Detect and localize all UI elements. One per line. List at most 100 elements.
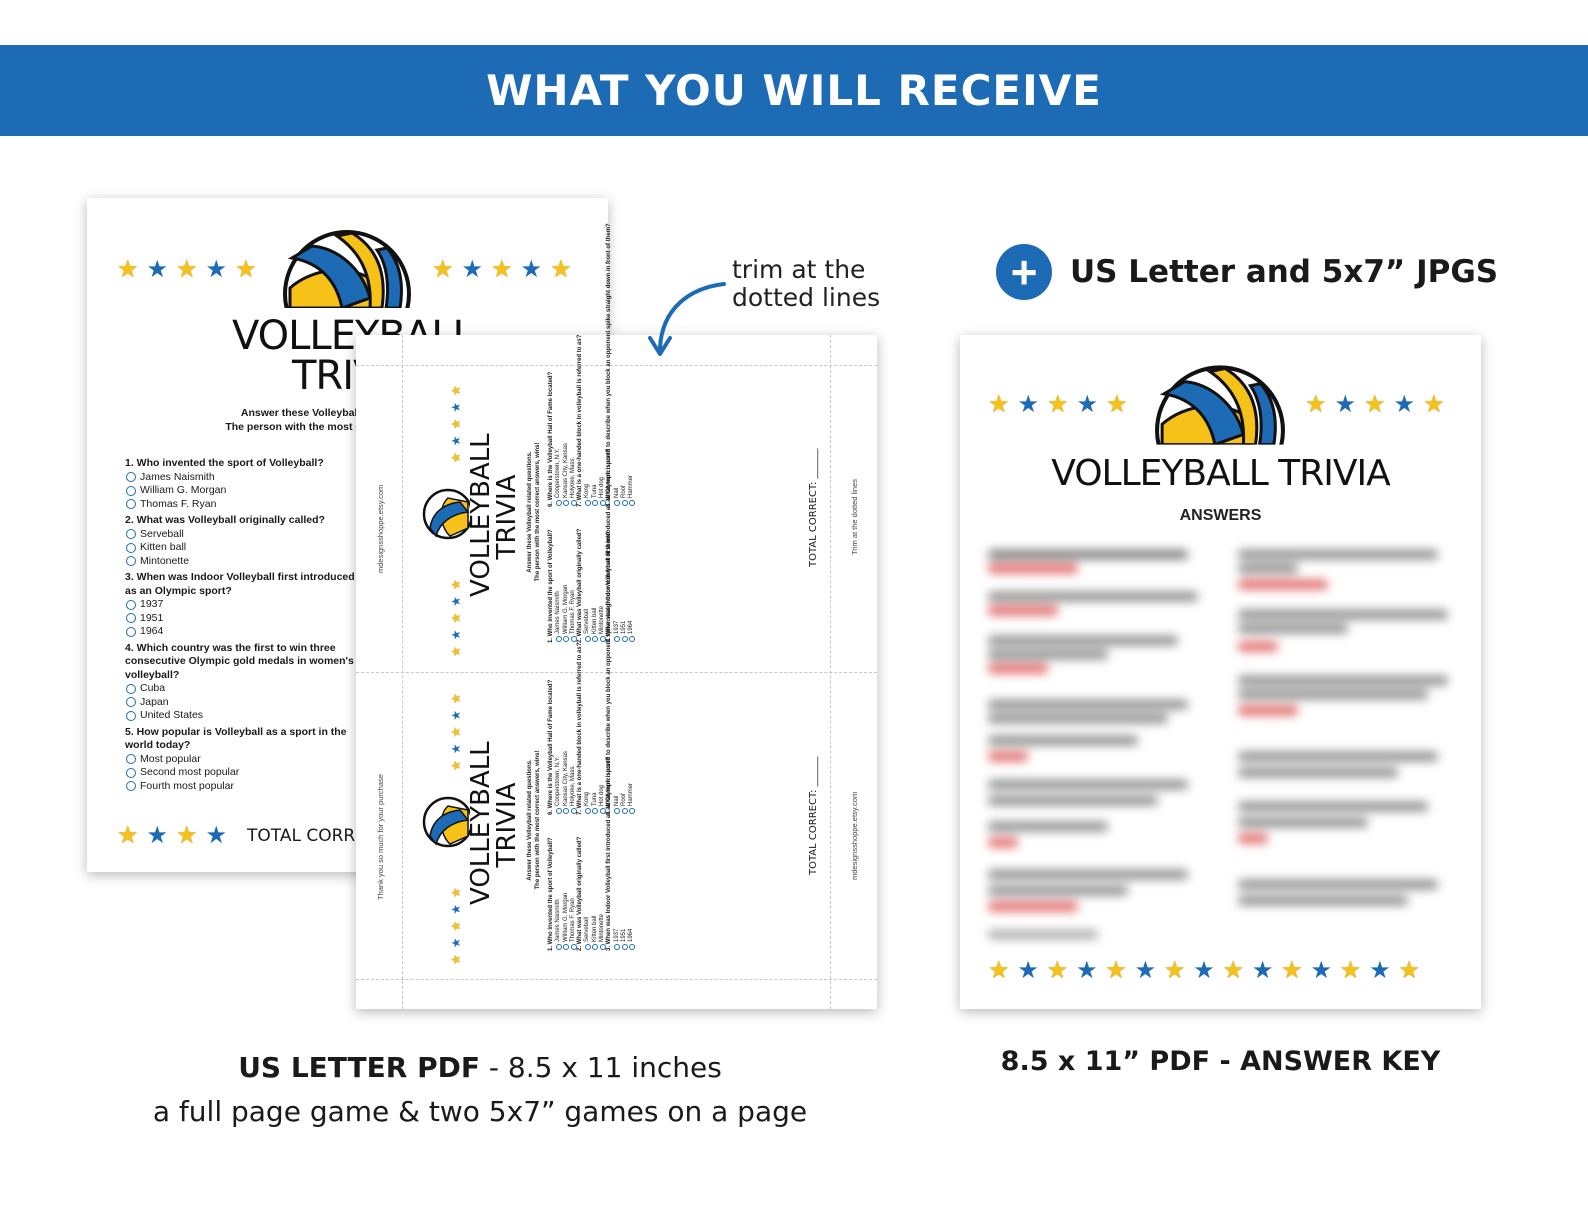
star-icon: ★ xyxy=(1222,957,1245,984)
answer-option[interactable]: Kansas City, Kansas xyxy=(563,389,570,507)
answer-option[interactable]: William G. Morgan xyxy=(125,484,355,498)
mini-game-card: ★ ★ ★ ★ ★ ★ ★ ★ ★ ★ VOLLEYBALL TRIVIA A xyxy=(416,223,819,657)
two-up-page-preview: mdesignsshoppe.etsy.com Thank you so muc… xyxy=(356,223,877,1009)
radio-circle-icon xyxy=(126,485,136,496)
answer-option[interactable]: William G. Morgan xyxy=(563,833,570,951)
star-icon: ★ xyxy=(432,256,454,283)
answer-option[interactable]: Nail xyxy=(614,389,621,507)
answer-option[interactable]: James Naismith xyxy=(555,525,562,643)
answer-option[interactable]: 1937 xyxy=(614,833,621,951)
answer-option[interactable]: 1951 xyxy=(621,525,628,643)
answer-option[interactable]: Hot dog xyxy=(599,389,606,507)
answer-option[interactable]: Kitten ball xyxy=(592,833,599,951)
answer-option[interactable]: Cooperstown, N.Y. xyxy=(555,697,562,815)
answer-option[interactable]: Serveball xyxy=(584,833,592,951)
answer-option[interactable]: William G. Morgan xyxy=(563,525,570,643)
answer-option[interactable]: Tuna xyxy=(592,697,599,815)
star-icon: ★ xyxy=(449,743,463,755)
question-item: 5. How popular is Volleyball as a sport … xyxy=(125,726,355,794)
star-icon: ★ xyxy=(1251,957,1274,984)
answer-option[interactable]: Hammer xyxy=(628,389,635,507)
mini-title-line2: TRIVIA xyxy=(492,474,522,560)
radio-circle-icon xyxy=(126,626,136,637)
answer-option[interactable]: 1937 xyxy=(614,525,621,643)
radio-circle-icon xyxy=(126,472,136,483)
answer-option[interactable]: Cuba xyxy=(125,682,355,696)
answer-option[interactable]: 1964 xyxy=(628,833,635,951)
question-text: 4. Which country was the first to win th… xyxy=(125,641,354,681)
mini-total-label: TOTAL CORRECT: ______ xyxy=(808,448,819,567)
star-icon: ★ xyxy=(117,256,139,283)
answer-option[interactable]: Serveball xyxy=(125,528,355,542)
caption-left-rest: - 8.5 x 11 inches xyxy=(479,1051,722,1084)
star-icon: ★ xyxy=(1393,391,1416,418)
side-site-text: mdesignsshoppe.etsy.com xyxy=(376,484,385,573)
answer-option[interactable]: Thomas F. Ryan xyxy=(125,498,355,512)
answer-option[interactable]: 1951 xyxy=(125,612,355,626)
answer-option[interactable]: United States xyxy=(125,709,355,723)
answer-option[interactable]: Tuna xyxy=(592,389,599,507)
answer-option[interactable]: Holyoke, Mass. xyxy=(570,389,577,507)
answer-option[interactable]: Mintonette xyxy=(599,833,606,951)
answer-option[interactable]: 1964 xyxy=(125,625,355,639)
star-icon: ★ xyxy=(235,256,257,283)
answer-option[interactable]: Japan xyxy=(125,696,355,710)
answer-option[interactable]: Roof xyxy=(621,389,628,507)
answer-option[interactable]: Kansas City, Kansas xyxy=(563,697,570,815)
answer-option[interactable]: Second most popular xyxy=(125,766,355,780)
radio-circle-icon xyxy=(126,499,136,510)
radio-circle-icon xyxy=(599,808,606,814)
star-icon: ★ xyxy=(449,418,463,430)
radio-circle-icon xyxy=(585,500,592,506)
callout-line2: dotted lines xyxy=(732,283,881,312)
answer-option[interactable]: Mintonette xyxy=(125,555,355,569)
star-icon: ★ xyxy=(449,954,463,965)
answer-option[interactable]: Kitten ball xyxy=(592,525,599,643)
radio-circle-icon xyxy=(628,944,635,950)
star-icon: ★ xyxy=(461,256,484,283)
radio-circle-icon xyxy=(614,636,621,642)
answer-option[interactable]: Serveball xyxy=(584,525,592,643)
question-text: 2. What was Volleyball originally called… xyxy=(125,514,325,526)
side-trim-text: Trim at the dotted lines xyxy=(850,478,859,555)
answer-option[interactable]: Kong xyxy=(584,697,592,815)
answer-option[interactable]: Hammer xyxy=(628,697,635,815)
answers-subtitle: ANSWERS xyxy=(1179,507,1262,524)
radio-circle-icon xyxy=(126,710,136,721)
answer-option[interactable]: Most popular xyxy=(125,753,355,767)
answer-option[interactable]: Kong xyxy=(584,389,592,507)
star-row: ★ ★ ★ ★ ★ xyxy=(444,579,468,657)
answer-option[interactable]: Kitten ball xyxy=(125,541,355,555)
answer-option[interactable]: Roof xyxy=(621,697,628,815)
radio-circle-icon xyxy=(126,754,136,765)
answer-option[interactable]: Cooperstown, N.Y. xyxy=(555,389,562,507)
radio-circle-icon xyxy=(555,944,562,950)
star-icon: ★ xyxy=(449,612,463,624)
star-icon: ★ xyxy=(1193,957,1215,984)
banner-title: WHAT YOU WILL RECEIVE xyxy=(486,66,1102,115)
answer-option[interactable]: Hot dog xyxy=(599,697,606,815)
answer-option[interactable]: Holyoke, Mass. xyxy=(570,697,577,815)
radio-circle-icon xyxy=(563,500,570,506)
answer-option[interactable]: 1964 xyxy=(628,525,635,643)
answer-option[interactable]: Thomas F. Ryan xyxy=(570,525,577,643)
star-icon: ★ xyxy=(1364,391,1386,418)
answer-option[interactable]: 1937 xyxy=(125,598,355,612)
star-row-bottom: ★ ★ ★ ★ ★ ★ ★ ★ ★ ★ ★ ★ ★ ★ ★ xyxy=(988,959,1420,983)
answer-option[interactable]: Mintonette xyxy=(599,525,606,643)
star-icon: ★ xyxy=(449,920,463,932)
mini-title-line1: VOLLEYBALL xyxy=(466,741,496,905)
star-icon: ★ xyxy=(449,435,463,447)
answer-option[interactable]: James Naismith xyxy=(555,833,562,951)
mini-game-card: ★ ★ ★ ★ ★ ★ ★ ★ ★ ★ VOLLEYBALL TRIVIA A xyxy=(416,531,819,965)
answer-option[interactable]: Fourth most popular xyxy=(125,780,355,794)
star-row-left: ★ ★ ★ ★ ★ xyxy=(988,393,1128,417)
radio-circle-icon xyxy=(621,944,628,950)
answer-option[interactable]: Thomas F. Ryan xyxy=(570,833,577,951)
answer-option[interactable]: James Naismith xyxy=(125,471,355,485)
answer-option[interactable]: Nail xyxy=(614,697,621,815)
star-icon: ★ xyxy=(1046,957,1069,984)
answer-option[interactable]: 1951 xyxy=(621,833,628,951)
mini-question-col2: 6. Where is the Volleyball Hall of Fame … xyxy=(548,223,635,507)
star-icon: ★ xyxy=(449,709,463,721)
